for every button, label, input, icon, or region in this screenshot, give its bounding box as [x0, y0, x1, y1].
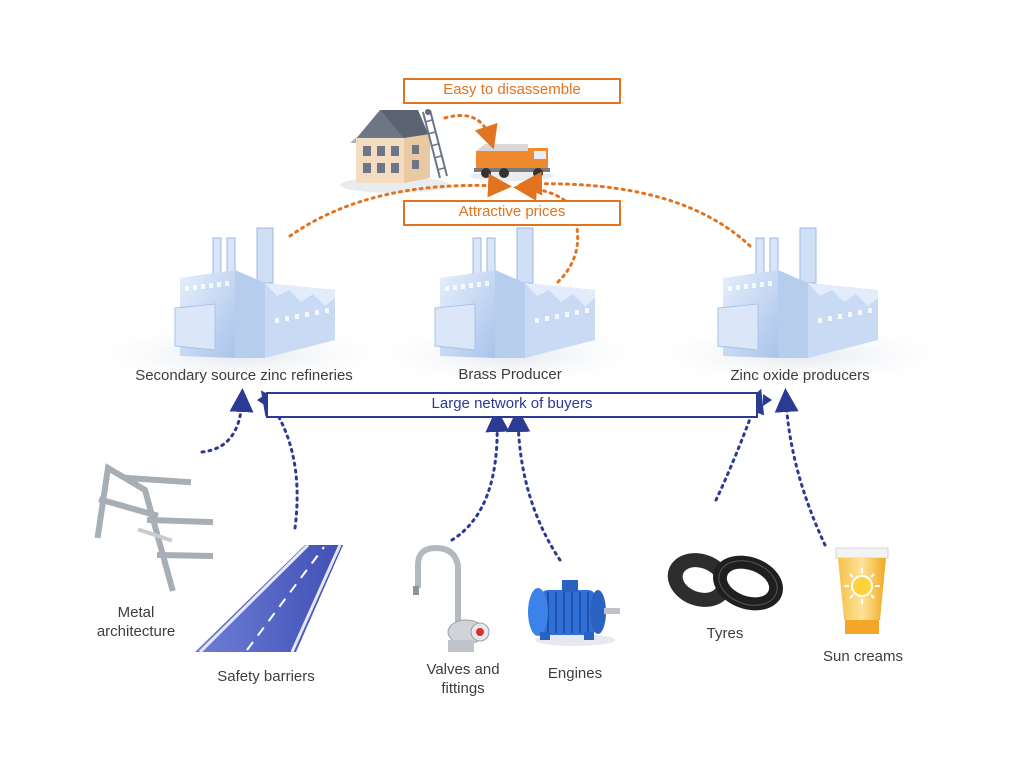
road-icon: [195, 543, 343, 654]
flow-refineries-to-truck: [288, 173, 512, 238]
sun-creams-label: Sun creams: [822, 648, 904, 665]
factory-refineries-icon: [174, 227, 335, 358]
valves-line1: Valves and: [426, 661, 500, 678]
flow-safety-barriers: [260, 390, 299, 530]
flow-tyres: [714, 388, 765, 502]
tyres-icon: [667, 553, 783, 611]
metal-architecture-line1: Metal: [117, 604, 155, 621]
valves-line2: fittings: [441, 680, 485, 697]
faucet-icon: [413, 544, 490, 652]
safety-barriers-label: Safety barriers: [217, 668, 315, 685]
house-icon: [340, 109, 450, 193]
metal-architecture-icon: [94, 463, 214, 592]
engine-icon: [528, 580, 620, 646]
flow-zinc-oxide-to-truck: [518, 171, 752, 248]
factory-brass-icon: [434, 227, 595, 358]
refineries-label: Secondary source zinc refineries: [135, 367, 353, 384]
flow-valves: [450, 408, 510, 542]
network-of-buyers-label: Large network of buyers: [266, 392, 758, 418]
sun-cream-icon: [835, 547, 889, 634]
flow-house-to-truck: [443, 114, 498, 150]
engines-label: Engines: [547, 665, 603, 682]
metal-architecture-line2: architecture: [96, 623, 176, 640]
flow-metal-architecture: [200, 388, 254, 454]
flow-sun-creams: [774, 388, 827, 547]
metal-architecture-label: Metal architecture: [76, 603, 196, 641]
factory-zinc-oxide-icon: [717, 227, 878, 358]
network-arrows: [257, 394, 772, 406]
zinc-oxide-label: Zinc oxide producers: [730, 367, 870, 384]
brass-producer-label: Brass Producer: [458, 366, 562, 383]
tyres-label: Tyres: [706, 625, 744, 642]
valves-fittings-label: Valves and fittings: [403, 660, 523, 698]
easy-to-disassemble-label: Easy to disassemble: [403, 78, 621, 104]
flow-engines: [506, 408, 562, 562]
truck-icon: [470, 144, 554, 181]
attractive-prices-label: Attractive prices: [403, 200, 621, 226]
